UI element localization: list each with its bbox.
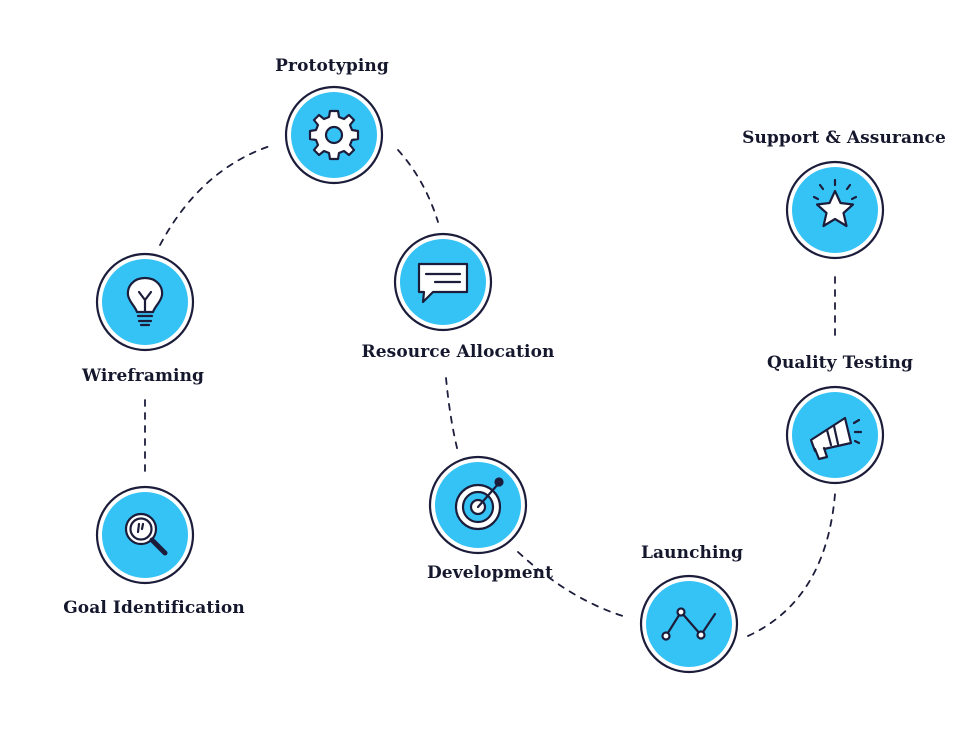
label-development: Development (426, 563, 554, 583)
gear-icon (308, 109, 360, 161)
target-icon (454, 477, 504, 531)
connector-resource-development (445, 377, 459, 453)
node-disc (646, 581, 732, 667)
magnifier-icon (124, 512, 168, 556)
connector-prototype-resource (397, 149, 439, 223)
step-goal-identification (95, 485, 195, 585)
line-graph-icon (661, 607, 717, 641)
chat-bubble-icon (417, 262, 469, 304)
label-wireframing: Wireframing (81, 366, 205, 386)
connector-wireframe-prototype (159, 145, 271, 246)
connector-development-launch (517, 551, 627, 618)
connector-launch-quality (747, 493, 836, 637)
label-launching: Launching (640, 543, 744, 563)
megaphone-icon (809, 416, 863, 461)
step-resource-allocation (393, 232, 493, 332)
label-goal-identification: Goal Identification (63, 598, 245, 618)
label-support-assurance: Support & Assurance (742, 128, 946, 148)
step-support-assurance (785, 160, 885, 260)
label-resource-allocation: Resource Allocation (361, 342, 555, 362)
label-quality-testing: Quality Testing (767, 353, 913, 373)
label-prototyping: Prototyping (275, 56, 389, 76)
step-launching (639, 574, 739, 674)
step-prototyping (284, 85, 384, 185)
lightbulb-icon (126, 276, 164, 327)
step-wireframing (95, 252, 195, 352)
step-development (428, 455, 528, 555)
star-icon (812, 178, 858, 228)
step-quality-testing (785, 385, 885, 485)
